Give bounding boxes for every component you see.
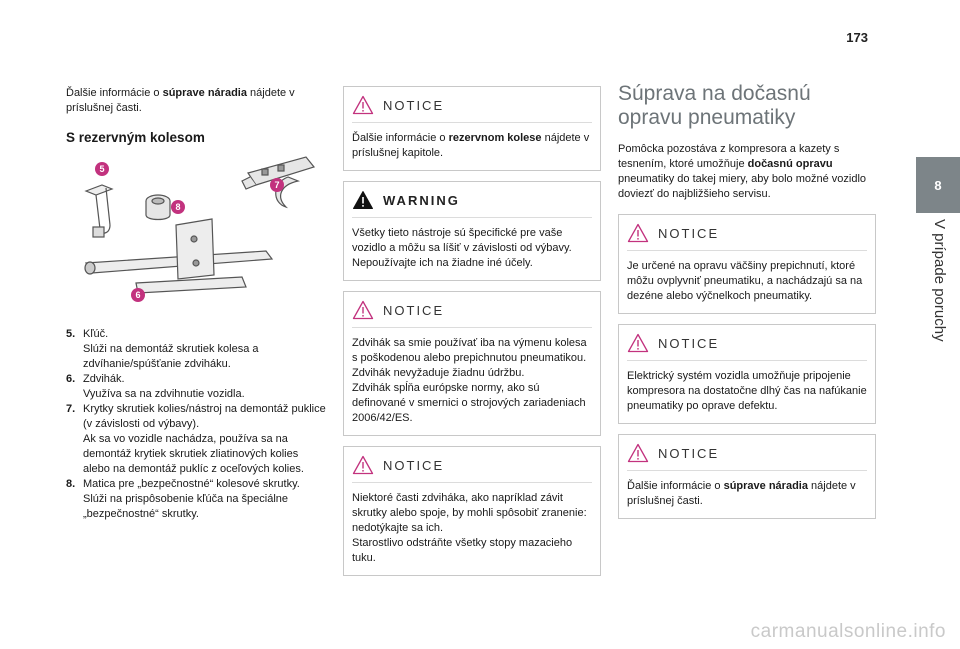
notice-title: NOTICE: [658, 335, 720, 351]
notice-icon: [627, 333, 649, 353]
callout-6: 6: [135, 290, 140, 300]
notice-text: Elektrický systém vozidla umožňuje pripo…: [627, 370, 867, 412]
jack-drawing: [84, 218, 274, 294]
page-number: 173: [846, 30, 868, 45]
notice-text: Starostlivo odstráňte všetky stopy mazac…: [352, 537, 573, 564]
list-item: 8.Matica pre „bezpečnostné“ kolesové skr…: [66, 478, 300, 520]
notice-text: Je určené na opravu väčšiny prepichnutí,…: [627, 260, 863, 302]
notice-text: Zdvihák spĺňa európske normy, ako sú def…: [352, 382, 586, 424]
notice-icon: [627, 223, 649, 243]
repair-kit-title: Súprava na dočasnú opravu pneumatiky: [618, 82, 811, 129]
notice-title: NOTICE: [383, 97, 445, 113]
notice-title: NOTICE: [658, 445, 720, 461]
security-nut-drawing: [145, 194, 171, 221]
wheel-brace-drawing: [84, 184, 114, 238]
notice-text: Niektoré časti zdviháka, ako napríklad z…: [352, 492, 587, 534]
notice-icon: [352, 95, 374, 115]
callout-8: 8: [175, 202, 180, 212]
notice-title: NOTICE: [383, 457, 445, 473]
notice-text: Zdvihák sa smie používať iba na výmenu k…: [352, 337, 587, 364]
notice-text: Zdvihák nevyžaduje žiadnu údržbu.: [352, 367, 525, 379]
notice-title: NOTICE: [383, 302, 445, 318]
spare-wheel-heading: S rezervným kolesom: [66, 130, 205, 145]
notice-text: Ďalšie informácie o súprave náradia nájd…: [627, 480, 856, 507]
notice-text: Ďalšie informácie o rezervnom kolese náj…: [352, 132, 590, 159]
column-tools: Ďalšie informácie o súprave náradia nájd…: [66, 86, 328, 522]
chapter-number: 8: [916, 157, 960, 213]
notice-box: NOTICE Zdvihák sa smie používať iba na v…: [343, 291, 601, 436]
notice-title: NOTICE: [658, 225, 720, 241]
tools-intro: Ďalšie informácie o súprave náradia nájd…: [66, 87, 295, 114]
notice-box: NOTICE Ďalšie informácie o súprave nárad…: [618, 434, 876, 519]
notice-icon: [352, 455, 374, 475]
hubcap-tool-drawing: [241, 156, 316, 209]
callout-5: 5: [99, 164, 104, 174]
notice-box: NOTICE Je určené na opravu väčšiny prepi…: [618, 214, 876, 314]
callout-7: 7: [274, 180, 279, 190]
notice-box: NOTICE Ďalšie informácie o rezervnom kol…: [343, 86, 601, 171]
chapter-tab[interactable]: 8 V prípade poruchy: [916, 157, 960, 527]
column-notices: NOTICE Ďalšie informácie o rezervnom kol…: [343, 86, 601, 586]
list-item: 6.Zdvihák.Využíva sa na zdvihnutie vozid…: [66, 373, 245, 400]
warning-icon: [352, 190, 374, 210]
column-repair-kit: Súprava na dočasnú opravu pneumatiky Pom…: [618, 82, 876, 529]
notice-icon: [352, 300, 374, 320]
tool-parts-list: 5.Kľúč.Slúži na demontáž skrutiek kolesa…: [66, 327, 328, 522]
repair-kit-intro: Pomôcka pozostáva z kompresora a kazety …: [618, 143, 867, 200]
chapter-label: V prípade poruchy: [931, 219, 948, 342]
warning-box: WARNING Všetky tieto nástroje sú špecifi…: [343, 181, 601, 281]
list-item: 7.Krytky skrutiek kolies/nástroj na demo…: [66, 403, 326, 475]
watermark[interactable]: carmanualsonline.info: [750, 621, 946, 642]
tool-kit-illustration: 5 8 7 6: [66, 155, 328, 313]
warning-text: Všetky tieto nástroje sú špecifické pre …: [352, 227, 572, 269]
list-item: 5.Kľúč.Slúži na demontáž skrutiek kolesa…: [66, 328, 259, 370]
warning-title: WARNING: [383, 192, 460, 208]
notice-box: NOTICE Niektoré časti zdviháka, ako napr…: [343, 446, 601, 576]
notice-icon: [627, 443, 649, 463]
notice-box: NOTICE Elektrický systém vozidla umožňuj…: [618, 324, 876, 424]
